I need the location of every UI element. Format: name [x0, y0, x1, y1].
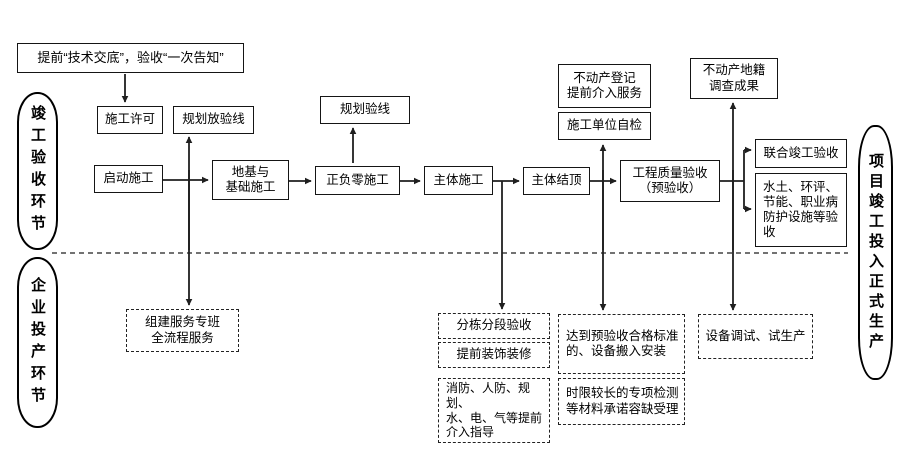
lane-production-terminator: 企业投产环节	[17, 257, 58, 428]
node-planning-layout-check: 规划放验线	[173, 106, 254, 134]
node-construction-permit: 施工许可	[97, 106, 163, 134]
node-planning-line-check: 规划验线	[320, 96, 410, 124]
node-main-structure-topping: 主体结顶	[523, 167, 590, 195]
node-early-decoration: 提前装饰装修	[438, 342, 550, 368]
lane-acceptance-terminator: 竣工验收环节	[17, 92, 58, 250]
node-service-team: 组建服务专班 全流程服务	[126, 309, 239, 352]
node-zero-level-work: 正负零施工	[315, 166, 400, 195]
lane-acceptance-label: 竣工验收环节	[29, 105, 46, 237]
node-special-acceptances: 水土、环评、 节能、职业病 防护设施等验 收	[755, 173, 847, 247]
line-quality-branch	[720, 150, 745, 209]
node-realty-registration-service: 不动产登记 提前介入服务	[558, 64, 651, 108]
node-equipment-debug: 设备调试、试生产	[698, 314, 813, 359]
node-quality-acceptance: 工程质量验收 （预验收）	[620, 160, 720, 202]
node-notice: 提前“技术交底”，验收“一次告知”	[17, 43, 244, 73]
node-joint-completion-acceptance: 联合竣工验收	[755, 139, 847, 168]
lane-result-terminator: 项目竣工投入正式生产	[858, 125, 893, 380]
lane-result-label: 项目竣工投入正式生产	[867, 152, 884, 353]
node-deficiency-tolerance: 时限较长的专项检测 等材料承诺容缺受理	[558, 378, 685, 425]
node-cadastral-survey-result: 不动产地籍 调查成果	[690, 58, 778, 99]
lane-production-label: 企业投产环节	[29, 276, 46, 409]
node-equipment-move-in: 达到预验收合格标准 的、设备搬入安装	[558, 314, 685, 374]
node-foundation-work: 地基与 基础施工	[212, 160, 289, 200]
node-main-structure-work: 主体施工	[424, 166, 493, 195]
node-start-construction: 启动施工	[94, 165, 163, 193]
node-section-acceptance: 分栋分段验收	[438, 313, 550, 339]
node-early-guidance: 消防、人防、规划、 水、电、气等提前 介入指导	[438, 378, 550, 443]
node-contractor-self-check: 施工单位自检	[558, 112, 651, 140]
